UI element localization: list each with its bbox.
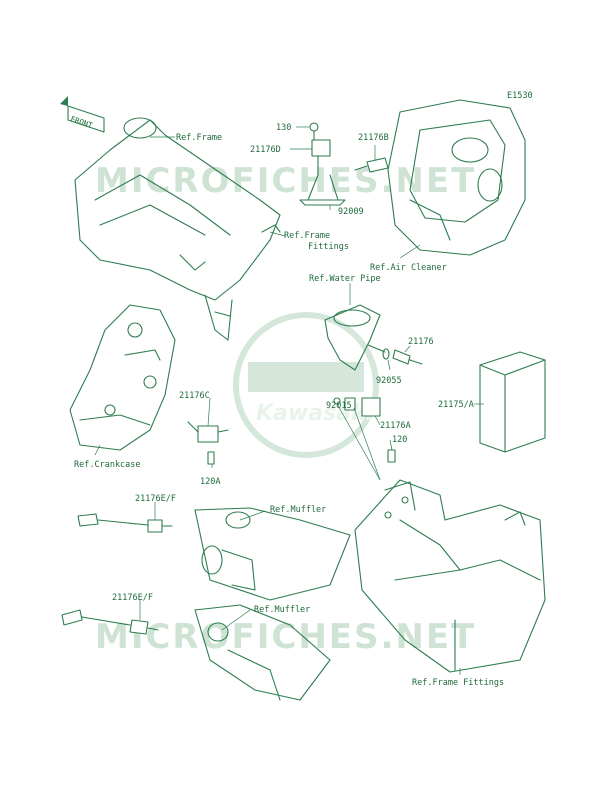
- sensor-21176C: [187, 421, 229, 465]
- label-ref-frame: Ref.Frame: [176, 133, 222, 143]
- label-21176: 21176: [408, 337, 434, 347]
- label-ref-air-cleaner: Ref.Air Cleaner: [370, 263, 447, 273]
- leader-lines: [94, 126, 484, 675]
- label-ref-frame-fittings-1: Ref.Frame: [284, 231, 330, 241]
- label-92009: 92009: [338, 207, 364, 217]
- label-92015: 92015: [326, 401, 352, 411]
- muffler-part-2: [194, 604, 331, 701]
- water-pipe-group: [324, 304, 423, 371]
- label-21176EF-2: 21176E/F: [112, 593, 153, 603]
- label-130: 130: [276, 123, 291, 133]
- label-21176B: 21176B: [358, 133, 389, 143]
- muffler-part-1: [194, 507, 351, 601]
- label-ref-muffler-2: Ref.Muffler: [254, 605, 310, 615]
- label-ref-muffler-1: Ref.Muffler: [270, 505, 326, 515]
- battery-case-part: [354, 479, 546, 673]
- label-21176A: 21176A: [380, 421, 411, 431]
- label-21176D: 21176D: [250, 145, 281, 155]
- watermark-text-top: MICROFICHES.NET: [95, 161, 476, 201]
- label-21175A: 21175/A: [438, 400, 474, 410]
- watermark-text-bottom: MICROFICHES.NET: [95, 617, 476, 657]
- sensor-bracket-group: [261, 122, 346, 233]
- ecu-part: [479, 351, 546, 453]
- label-92055: 92055: [376, 376, 402, 386]
- crankcase-part: [69, 304, 176, 451]
- label-120A: 120A: [200, 477, 220, 487]
- label-21176EF-1: 21176E/F: [135, 494, 176, 504]
- label-21176C: 21176C: [179, 391, 210, 401]
- label-120: 120: [392, 435, 407, 445]
- kawasaki-logo-watermark: Kawasaki: [233, 312, 379, 458]
- label-ref-crankcase: Ref.Crankcase: [74, 460, 141, 470]
- label-ref-water-pipe: Ref.Water Pipe: [309, 274, 381, 284]
- label-ref-frame-fittings-2: Fittings: [308, 242, 349, 252]
- o2-sensor-1: [77, 513, 173, 533]
- o2-sensor-2: [61, 609, 159, 635]
- diagram-code: E1530: [507, 91, 533, 101]
- air-cleaner-part: [354, 99, 526, 256]
- labels: Ref.Frame 130 21176D 21176B 92009 Ref.Fr…: [74, 123, 504, 688]
- front-arrow-icon: FRONT: [60, 96, 105, 133]
- frame-part: [74, 117, 281, 341]
- label-ref-frame-fittings-bottom: Ref.Frame Fittings: [412, 678, 504, 688]
